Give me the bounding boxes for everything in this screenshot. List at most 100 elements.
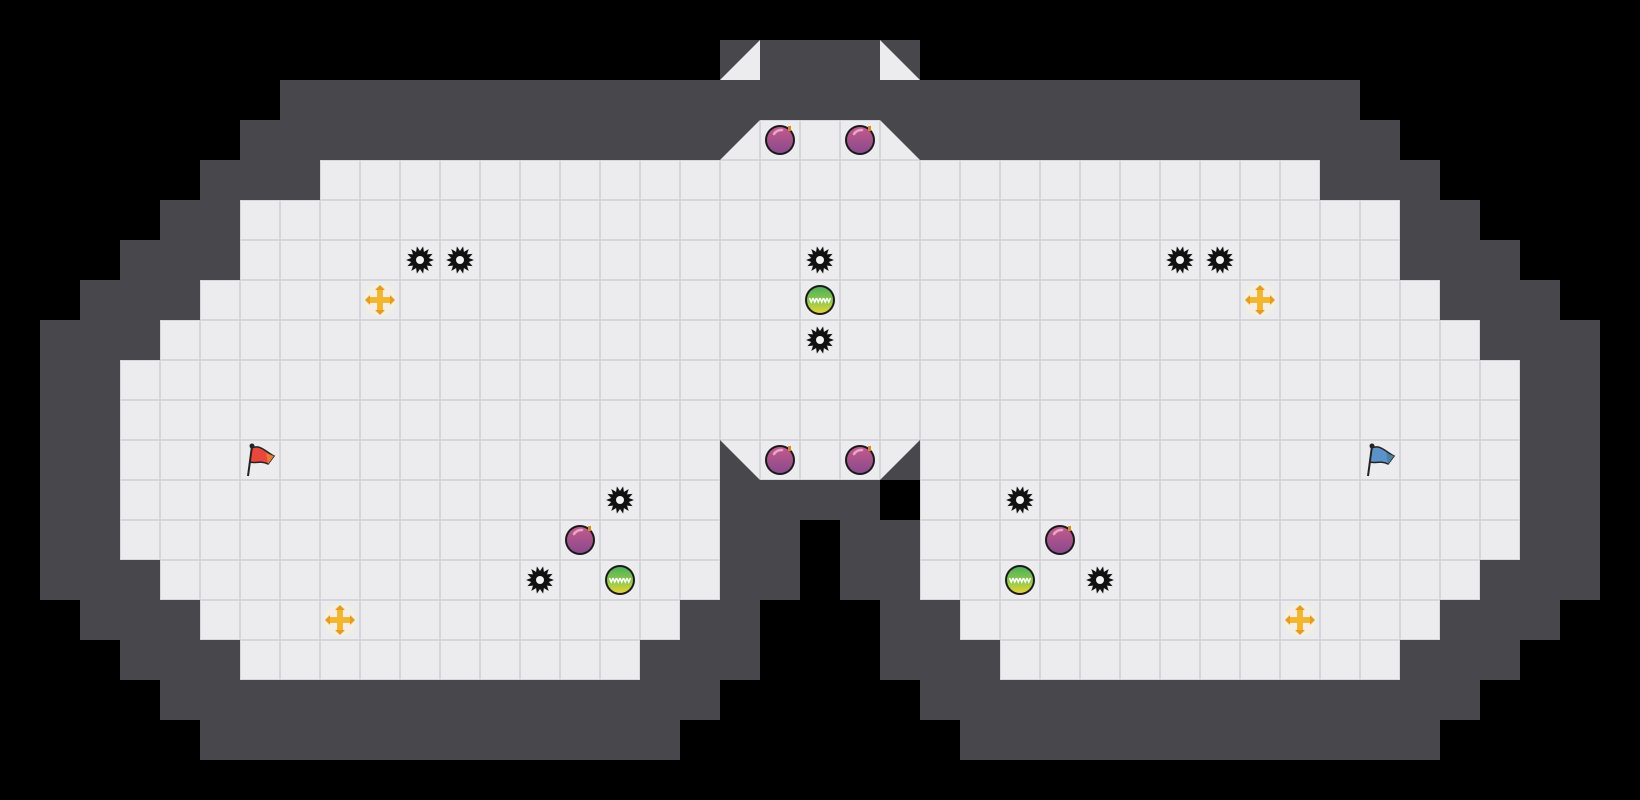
wall-diagonal	[720, 440, 760, 480]
grid-cell	[1480, 400, 1520, 440]
wall-layer	[40, 40, 1600, 760]
grid-cell	[520, 480, 560, 520]
grid-cell	[1200, 480, 1240, 520]
grid-cell	[520, 320, 560, 360]
grid-cell	[1360, 280, 1400, 320]
grid-cell	[560, 240, 600, 280]
grid-cell	[240, 560, 280, 600]
grid-cell	[1280, 600, 1320, 640]
grid-cell	[1360, 200, 1400, 240]
grid-cell	[1080, 480, 1120, 520]
grid-cell	[680, 560, 720, 600]
grid-cell	[1160, 360, 1200, 400]
grid-cell	[1240, 520, 1280, 560]
grid-cell	[1280, 320, 1320, 360]
grid-cell	[1360, 520, 1400, 560]
bomb-icon	[765, 445, 795, 475]
wall-diagonal	[720, 120, 760, 160]
grid-cell	[360, 600, 400, 640]
grid-cell	[240, 200, 280, 240]
grid-cell	[960, 480, 1000, 520]
grid-cell	[1320, 480, 1360, 520]
grid-cell	[440, 240, 480, 280]
grid-cell	[960, 560, 1000, 600]
grid-cell	[1160, 280, 1200, 320]
grid-cell	[280, 480, 320, 520]
grid-cell	[520, 640, 560, 680]
grid-cell	[160, 560, 200, 600]
wall-tile	[40, 360, 120, 400]
grid-cell	[1400, 320, 1440, 360]
wall-tile	[1320, 160, 1440, 200]
grid-cell	[640, 560, 680, 600]
grid-cell	[640, 360, 680, 400]
grid-cell	[960, 520, 1000, 560]
grid-cell	[1240, 440, 1280, 480]
red-flag-icon	[247, 443, 276, 477]
grid-cell	[1040, 240, 1080, 280]
grid-cell	[1200, 440, 1240, 480]
grid-cell	[200, 400, 240, 440]
grid-cell	[760, 320, 800, 360]
wall-diagonal	[720, 40, 760, 80]
grid-cell	[600, 240, 640, 280]
grid-cell	[880, 160, 920, 200]
grid-cell	[560, 200, 600, 240]
grid-cell	[1320, 520, 1360, 560]
grid-cell	[120, 520, 160, 560]
grid-cell	[400, 560, 440, 600]
grid-cell	[1440, 360, 1480, 400]
grid-cell	[1160, 240, 1200, 280]
grid-cell	[400, 200, 440, 240]
grid-cell	[1320, 200, 1360, 240]
grid-cell	[480, 320, 520, 360]
grid-cell	[440, 200, 480, 240]
grid-cell	[480, 600, 520, 640]
grid-cell	[1040, 320, 1080, 360]
grid-cell	[720, 200, 760, 240]
grid-cell	[1040, 480, 1080, 520]
grid-cell	[1320, 560, 1360, 600]
wall-tile	[680, 600, 760, 640]
grid-cell	[560, 440, 600, 480]
grid-cell	[1200, 360, 1240, 400]
boost-icon	[1005, 565, 1035, 595]
grid-cell	[1080, 560, 1120, 600]
wall-tile	[880, 600, 960, 640]
wall-tile	[840, 560, 920, 600]
grid-cell	[1360, 560, 1400, 600]
grid-cell	[360, 480, 400, 520]
wall-tile	[80, 600, 200, 640]
grid-cell	[1400, 280, 1440, 320]
grid-cell	[120, 480, 160, 520]
grid-cell	[360, 240, 400, 280]
spike-icon	[446, 246, 474, 274]
grid-cell	[280, 560, 320, 600]
grid-cell	[1080, 280, 1120, 320]
grid-cell	[1400, 400, 1440, 440]
boost-icon	[805, 285, 835, 315]
grid-cell	[240, 440, 280, 480]
grid-cell	[960, 200, 1000, 240]
grid-cell	[1000, 320, 1040, 360]
grid-cell	[840, 320, 880, 360]
wall-tile	[160, 200, 240, 240]
wall-tile	[40, 560, 160, 600]
grid-cell	[1120, 360, 1160, 400]
grid-cell	[920, 400, 960, 440]
floor-tile	[320, 160, 1320, 200]
grid-cell	[1240, 400, 1280, 440]
grid-cell	[1080, 360, 1120, 400]
grid-cell	[1200, 320, 1240, 360]
grid-cell	[840, 360, 880, 400]
grid-cell	[1440, 520, 1480, 560]
grid-cell	[1120, 560, 1160, 600]
grid-cell	[1080, 200, 1120, 240]
grid-cell	[200, 600, 240, 640]
grid-cell	[360, 320, 400, 360]
grid-cell	[200, 520, 240, 560]
grid-cell	[1040, 360, 1080, 400]
grid-cell	[400, 600, 440, 640]
wall-tile	[640, 640, 760, 680]
grid-cell	[1000, 520, 1040, 560]
